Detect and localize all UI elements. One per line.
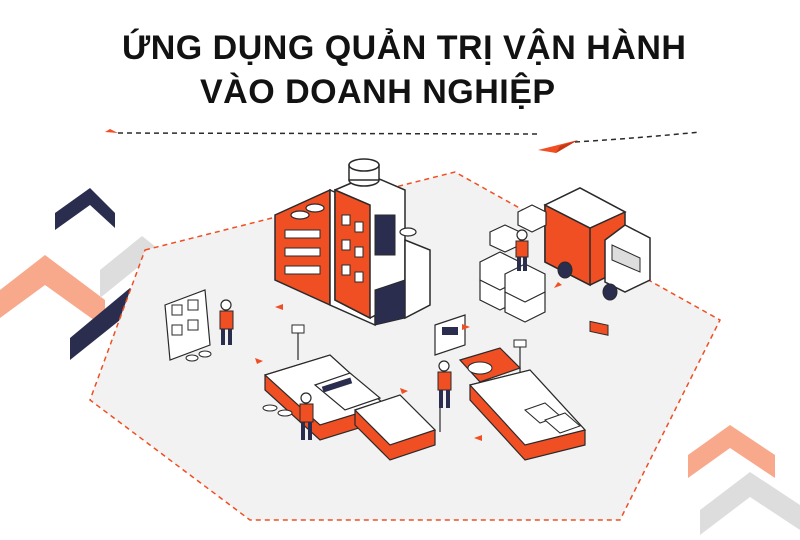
conveyor-icon [262, 324, 441, 461]
machine-station [434, 314, 587, 461]
truck-icon [543, 187, 651, 336]
worker-icon [299, 392, 314, 440]
chevron-decor-right [688, 425, 800, 535]
worker-icon [515, 229, 529, 271]
boxes-icon [479, 204, 547, 323]
worker-icon [437, 360, 452, 408]
paper-plane-path [105, 129, 701, 153]
storage-shelf [164, 289, 212, 362]
paper-plane-icon [538, 140, 578, 153]
flow-arrows [255, 282, 562, 441]
headline-line-1: ỨNG DỤNG QUẢN TRỊ VẬN HÀNH [122, 29, 687, 67]
worker-icon [219, 299, 234, 345]
factory-icon [274, 158, 431, 327]
headline-line-2: VÀO DOANH NGHIỆP [200, 73, 556, 111]
